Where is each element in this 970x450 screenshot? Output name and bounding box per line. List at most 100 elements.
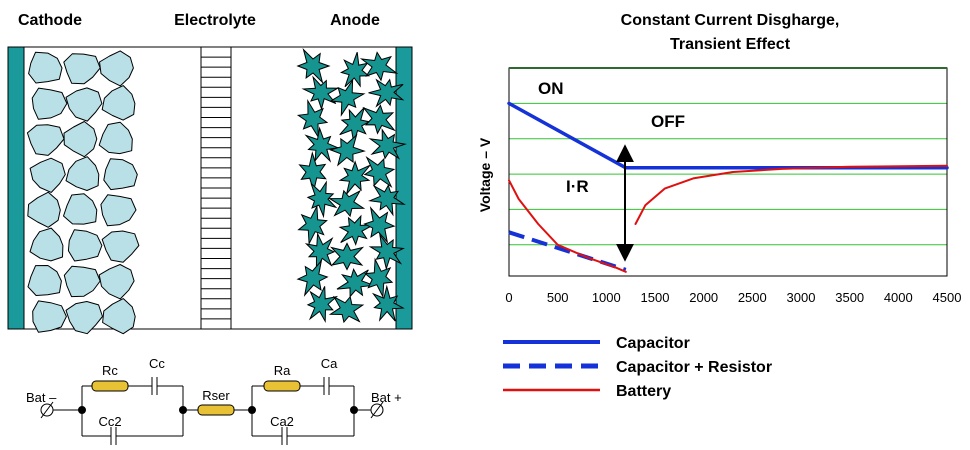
x-tick-label: 1000: [592, 290, 621, 305]
anode-particle: [304, 231, 336, 270]
junction-dot: [248, 406, 256, 414]
anode-particle: [338, 160, 371, 195]
anode-particle: [371, 284, 405, 322]
anode-particle: [363, 206, 396, 244]
x-tick-label: 3500: [835, 290, 864, 305]
series-capacitor-line: [507, 101, 949, 170]
anode-label: Anode: [330, 12, 380, 29]
rc-resistor: [91, 380, 129, 392]
ir-annotation: I·R: [566, 177, 589, 196]
cathode-particle: [65, 301, 103, 335]
cathode-label: Cathode: [18, 12, 82, 29]
x-tick-label: 4500: [933, 290, 962, 305]
cathode-particle: [26, 124, 65, 156]
anode-particle: [329, 78, 366, 117]
ca2-label: Ca2: [270, 414, 294, 429]
cathode-particle: [65, 87, 103, 122]
cathode-particle: [63, 121, 98, 158]
legend-capacitor-label: Capacitor: [616, 335, 690, 352]
circuit-labels: Bat – Bat + Rc Cc Cc2 Rser Ra Ca Ca2: [26, 356, 402, 429]
anode-particle: [297, 204, 328, 246]
anode-particle: [368, 184, 406, 217]
anode-particle: [336, 267, 374, 298]
cathode-particle: [98, 121, 133, 155]
cathode-particle: [100, 194, 137, 227]
bat-minus-terminal-slash: [40, 401, 54, 419]
anode-particle: [304, 126, 340, 163]
cathode-particles: [26, 50, 140, 335]
cathode-particle: [29, 227, 64, 262]
legend-battery-label: Battery: [616, 383, 671, 400]
anode-particle: [364, 257, 394, 299]
anode-particle: [327, 189, 366, 218]
cell-diagram: Cathode Electrolyte Anode: [7, 12, 413, 335]
junction-dot: [350, 406, 358, 414]
cathode-particle: [63, 193, 98, 225]
bat-minus-label: Bat –: [26, 390, 57, 405]
rser-label: Rser: [202, 388, 230, 403]
anode-particle: [362, 104, 396, 135]
x-tick-label: 4000: [884, 290, 913, 305]
cathode-particle: [29, 157, 66, 193]
series-battery-line: [508, 179, 627, 273]
junction-dot: [179, 406, 187, 414]
anode-particles: [296, 47, 407, 324]
x-tick-label: 500: [547, 290, 569, 305]
ra-label: Ra: [274, 363, 291, 378]
cc-label: Cc: [149, 356, 165, 371]
discharge-chart: Constant Current Disgharge, Transient Ef…: [477, 12, 961, 305]
off-annotation: OFF: [651, 112, 685, 131]
cathode-particle: [98, 264, 135, 300]
cathode-current-collector: [7, 46, 25, 330]
cathode-particle: [63, 265, 101, 298]
on-annotation: ON: [538, 79, 564, 98]
x-tick-label: 3000: [787, 290, 816, 305]
anode-particle: [328, 295, 365, 324]
chart-gridlines: [509, 102, 947, 246]
chart-legend: Capacitor Capacitor + Resistor Battery: [503, 335, 772, 400]
anode-particle: [339, 52, 370, 88]
electrolyte-label: Electrolyte: [174, 12, 256, 29]
cathode-particle: [102, 298, 136, 335]
electrolyte-separator: [200, 46, 232, 330]
anode-particle: [296, 47, 331, 84]
bat-plus-terminal-slash: [370, 401, 384, 419]
chart-title-line1: Constant Current Disgharge,: [621, 12, 840, 29]
cathode-particle: [27, 191, 61, 228]
anode-particle: [368, 233, 405, 271]
cathode-particle: [103, 158, 138, 191]
anode-particle: [359, 51, 399, 82]
anode-particle: [329, 133, 366, 167]
anode-current-collector: [395, 46, 413, 330]
cathode-particle: [27, 265, 62, 296]
cathode-particle: [32, 300, 67, 333]
cathode-particle: [101, 230, 140, 263]
ca-label: Ca: [321, 356, 338, 371]
chart-series: [507, 101, 949, 273]
anode-particle: [296, 259, 329, 297]
anode-particle: [306, 286, 339, 323]
cathode-particle: [99, 50, 134, 87]
cc2-label: Cc2: [98, 414, 121, 429]
x-tick-label: 0: [505, 290, 512, 305]
cathode-particle: [101, 85, 136, 121]
anode-particle: [368, 78, 405, 108]
rser-resistor: [197, 404, 235, 416]
equivalent-circuit: [40, 377, 384, 445]
bat-plus-label: Bat +: [371, 390, 402, 405]
anode-particle: [301, 75, 340, 111]
cathode-particle: [63, 53, 101, 85]
x-tick-label: 1500: [641, 290, 670, 305]
cathode-particle: [31, 87, 68, 120]
junction-dot: [78, 406, 86, 414]
series-battery-line: [634, 164, 948, 225]
cathode-particle: [67, 229, 103, 262]
legend-capacitor-resistor-label: Capacitor + Resistor: [616, 359, 772, 376]
y-axis-label: Voltage – V: [477, 137, 493, 212]
x-tick-label: 2500: [738, 290, 767, 305]
anode-particle: [329, 242, 365, 271]
anode-particle: [368, 128, 407, 160]
cathode-particle: [28, 51, 63, 84]
